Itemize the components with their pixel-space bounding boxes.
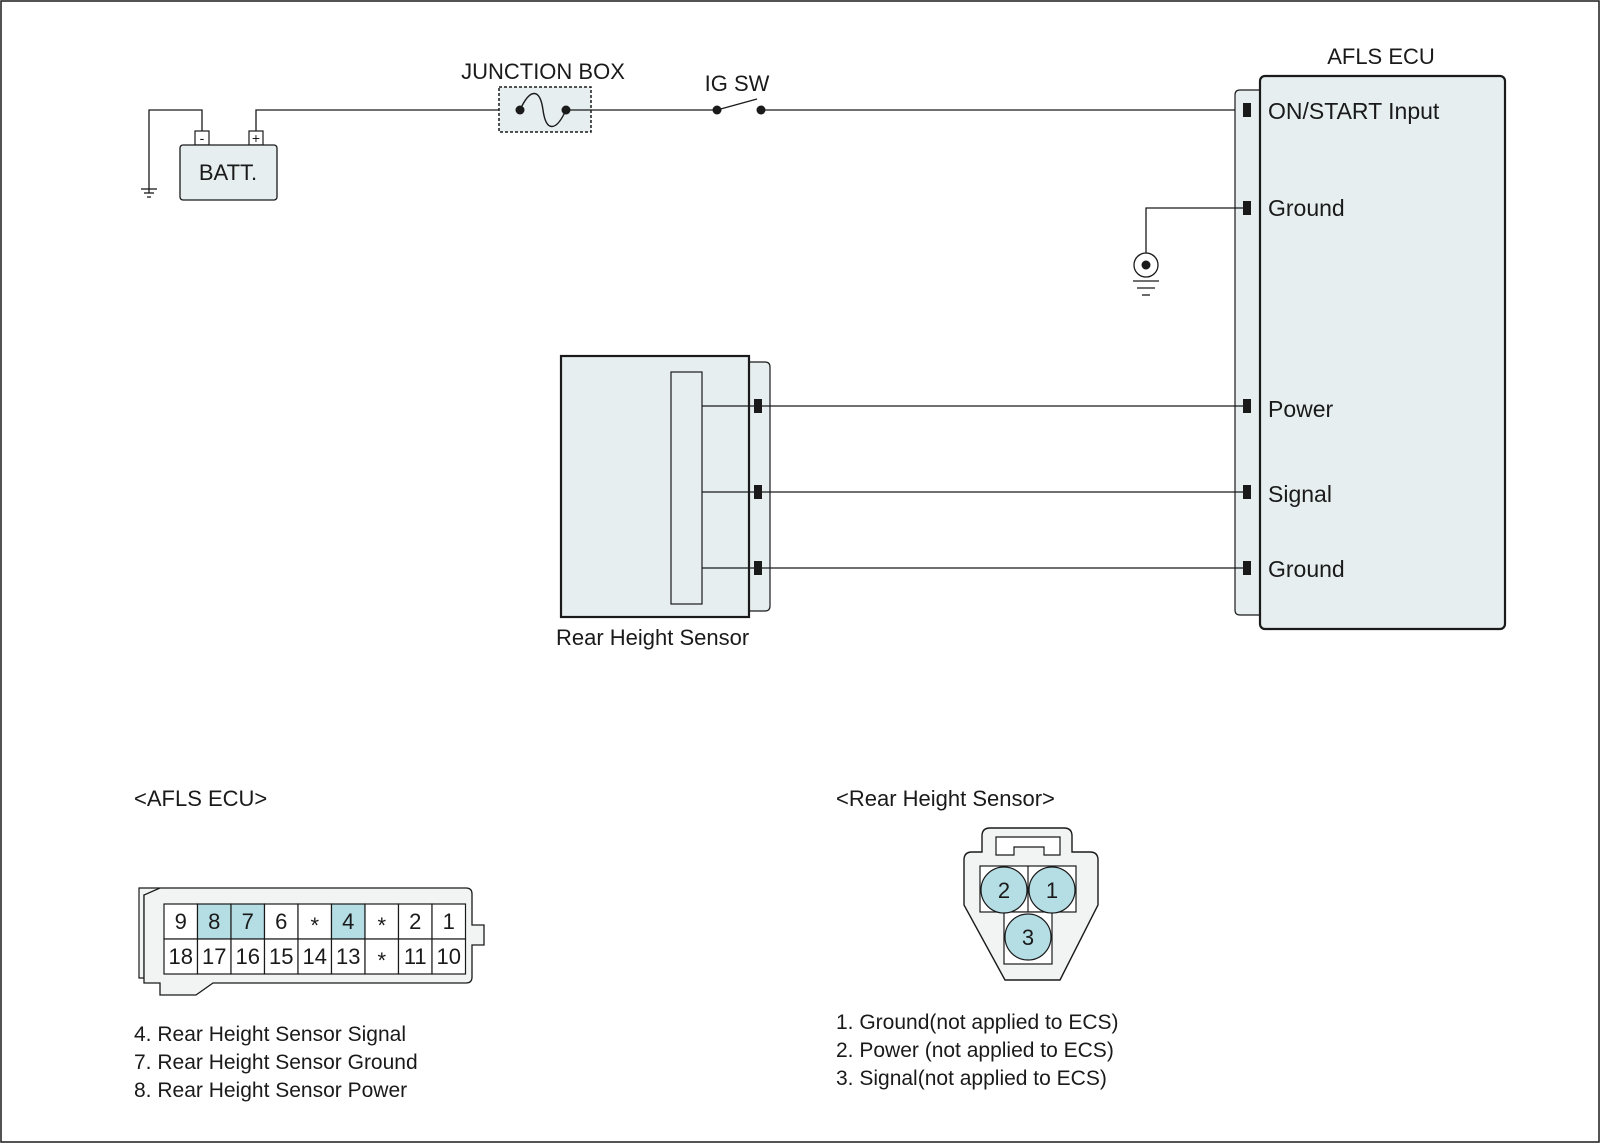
sensor-pin-1-label: 1 (1046, 878, 1058, 903)
sensor-body (559, 354, 751, 619)
connector-pin-label: 2 (409, 909, 421, 934)
connector-pin-cell (196, 938, 232, 975)
ecu-pin-on-start (1243, 103, 1251, 117)
chassis-ground (1133, 207, 1243, 296)
connector-pin-label: 13 (336, 944, 360, 969)
battery-positive-wire (255, 109, 500, 131)
fuse-icon (519, 92, 567, 128)
ecu-pin-signal (1243, 485, 1251, 499)
ecu-label-signal: Signal (1268, 481, 1332, 507)
connector-pin-cell (230, 938, 266, 975)
sensor-inner-block (670, 371, 703, 605)
connector-pin-cell (263, 938, 299, 975)
afls-note-2: 7. Rear Height Sensor Ground (134, 1051, 418, 1074)
sensor-note-3: 3. Signal(not applied to ECS) (836, 1067, 1107, 1090)
junction-box-label: JUNCTION BOX (461, 59, 625, 84)
ignition-switch: IG SW (705, 71, 770, 115)
battery-positive-sign: + (252, 130, 260, 146)
connector-pin-cell (330, 903, 366, 940)
sensor-pin-power (754, 399, 762, 413)
connector-pin-cell (330, 938, 366, 975)
sensor-pin-signal (754, 485, 762, 499)
battery-negative-wire (148, 109, 203, 193)
sensor-connector-title: <Rear Height Sensor> (836, 786, 1055, 811)
connector-pin-cell (263, 903, 299, 940)
sensor-connector-key (995, 836, 1061, 856)
connector-pin-cell (297, 938, 333, 975)
connector-pin-cell (397, 903, 433, 940)
connector-pin-label: 16 (236, 944, 260, 969)
ecu-label-ground-top: Ground (1268, 195, 1345, 221)
connector-pin-label: 10 (437, 944, 461, 969)
ecu-ground-wire (1145, 207, 1243, 253)
sensor-note-2: 2. Power (not applied to ECS) (836, 1039, 1114, 1062)
ecu-pin-ground-bottom (1243, 561, 1251, 575)
connector-pin-label: * (377, 913, 386, 938)
afls-connector-title: <AFLS ECU> (134, 786, 267, 811)
connector-pin-label: * (310, 913, 319, 938)
sensor-pin-3-label: 3 (1022, 925, 1034, 950)
battery-label: BATT. (199, 160, 257, 185)
connector-pin-cell (163, 903, 199, 940)
rear-sensor-connector: <Rear Height Sensor> 2 1 3 (836, 786, 1099, 981)
ecu-connector-housing (1234, 89, 1260, 616)
battery: - + BATT. (141, 109, 278, 201)
connector-pin-label: 15 (269, 944, 293, 969)
connector-pin-label: 11 (404, 944, 427, 969)
connector-pin-cell (364, 903, 400, 940)
connector-pin-label: 4 (342, 909, 354, 934)
switch-lever (716, 98, 758, 111)
connector-pin-label: 7 (242, 909, 254, 934)
connector-pin-cell (431, 938, 467, 975)
afls-note-1: 4. Rear Height Sensor Signal (134, 1023, 406, 1046)
sensor-pin-3 (1004, 913, 1052, 961)
sensor-label: Rear Height Sensor (556, 625, 749, 650)
connector-pin-cell (297, 903, 333, 940)
connector-pin-label: 6 (275, 909, 287, 934)
sensor-pin-2-label: 2 (998, 878, 1010, 903)
connector-pin-cell (163, 938, 199, 975)
sensor-pin-2 (980, 866, 1028, 914)
ecu-body (1258, 74, 1507, 631)
ecu-label-on-start: ON/START Input (1268, 98, 1440, 124)
ecu-title: AFLS ECU (1327, 44, 1435, 69)
rear-height-sensor: Rear Height Sensor (556, 354, 771, 650)
connector-pin-cell (431, 903, 467, 940)
connector-pin-label: 18 (169, 944, 193, 969)
sensor-pin-1 (1028, 866, 1076, 914)
connector-pin-label: 8 (208, 909, 220, 934)
connector-pin-label: 17 (202, 944, 226, 969)
battery-negative-sign: - (200, 130, 205, 146)
ecu-pin-power (1243, 399, 1251, 413)
afls-ecu: AFLS ECU ON/START Input Ground Power Sig… (1234, 44, 1507, 631)
ecu-label-ground-bottom: Ground (1268, 556, 1345, 582)
connector-pin-label: * (377, 948, 386, 973)
connector-pin-cell (230, 903, 266, 940)
sensor-note-1: 1. Ground(not applied to ECS) (836, 1011, 1119, 1034)
sensor-pin-ground (754, 561, 762, 575)
connector-pin-label: 1 (443, 909, 455, 934)
ecu-pin-ground-top (1243, 201, 1251, 215)
ecu-label-power: Power (1268, 396, 1334, 422)
connector-pin-label: 14 (303, 944, 327, 969)
battery-body (179, 144, 278, 201)
connector-pin-label: 9 (175, 909, 187, 934)
connector-pin-cell (196, 903, 232, 940)
ig-switch-label: IG SW (705, 71, 770, 96)
afls-note-3: 8. Rear Height Sensor Power (134, 1079, 407, 1102)
junction-box: JUNCTION BOX (461, 59, 625, 133)
